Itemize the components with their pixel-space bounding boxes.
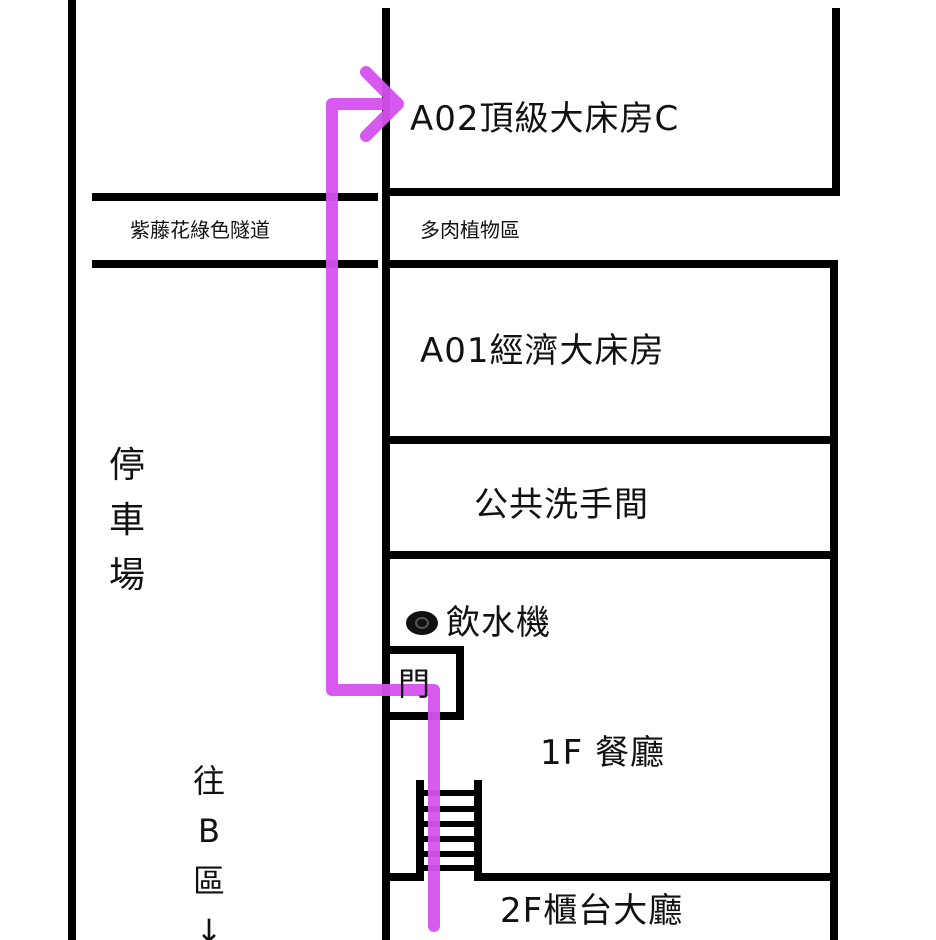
tunnel-label: 紫藤花綠色隧道	[130, 218, 270, 242]
room-lobby: 2F櫃台大廳	[500, 891, 684, 931]
door-box	[382, 646, 464, 720]
water-dispenser-icon	[406, 611, 438, 635]
room-restroom: 公共洗手間	[474, 485, 649, 525]
parking-label: 停 車 場	[102, 438, 152, 603]
to-b-char: 往	[192, 762, 225, 800]
room-a02: A02頂級大床房C	[410, 99, 680, 139]
to-b-area-label: 往 B 區 ↓	[184, 756, 234, 940]
parking-char: 場	[108, 555, 145, 596]
door-label: 門	[398, 665, 431, 703]
parking-char: 車	[108, 500, 145, 541]
route-path	[326, 66, 440, 932]
room-restaurant: 1F 餐廳	[540, 733, 665, 773]
to-b-char: 區	[192, 862, 225, 900]
water-dispenser-label: 飲水機	[446, 603, 551, 643]
room-a01: A01經濟大床房	[420, 331, 665, 371]
down-arrow-icon: ↓	[195, 912, 223, 940]
to-b-char: B	[198, 812, 220, 850]
succulents-label: 多肉植物區	[420, 218, 520, 242]
parking-char: 停	[108, 445, 145, 486]
route-arrow-icon	[360, 66, 404, 142]
